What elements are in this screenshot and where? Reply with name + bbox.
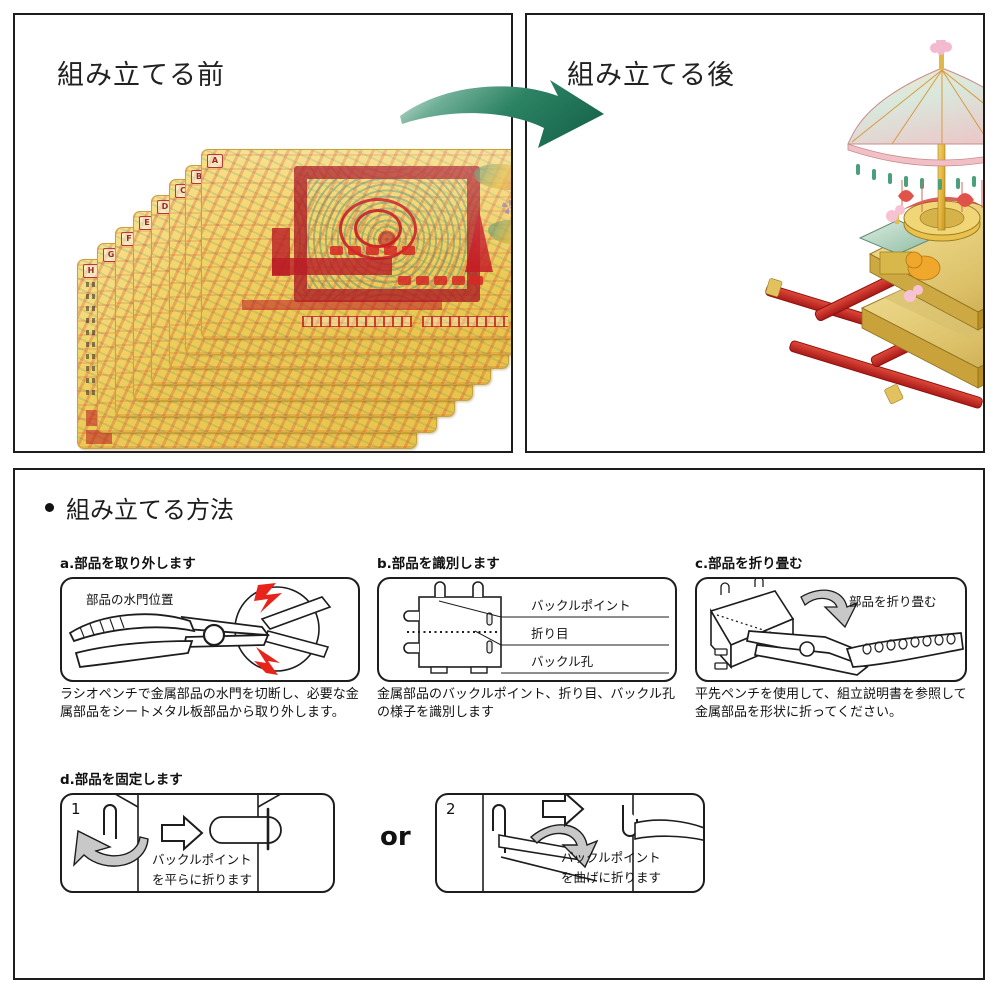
sheet-label-a: A	[207, 154, 223, 168]
panel-before-assembly: 組み立てる前 H	[13, 13, 513, 453]
step-c-fold-parts: c.部品を折り畳む	[695, 552, 967, 721]
part-anatomy-diagram	[403, 581, 669, 674]
step-d-variant-1-figure: 1	[60, 793, 335, 893]
step-c-figure-label: 部品を折り畳む	[849, 594, 937, 609]
step-b-label-buckle-point: バックルポイント	[531, 598, 631, 613]
step-b-label-buckle-hole: バックル孔	[531, 654, 594, 669]
step-a-caption: ラシオペンチで金属部品の水門を切断し、必要な金属部品をシートメタル板部品から取り…	[60, 687, 359, 720]
panel-assembly-method: 組み立てる方法 a.部品を取り外します 部品の水門位置	[13, 468, 985, 980]
step-b-identify-parts: b.部品を識別します	[377, 552, 677, 721]
howto-heading-text: 組み立てる方法	[66, 496, 234, 524]
pliers-cut-diagram	[68, 583, 332, 675]
step-d-variant-1-number: 1	[71, 800, 81, 818]
step-d-title: d.部品を固定します	[60, 772, 183, 788]
step-d-variant-1-label-line1: バックルポイント	[152, 852, 252, 867]
step-d-variant-2-figure: 2	[435, 793, 705, 893]
step-a-figure-label: 部品の水門位置	[86, 592, 174, 607]
step-b-caption: 金属部品のバックルポイント、折り目、バックル孔の様子を識別します	[377, 687, 675, 720]
step-a-remove-parts: a.部品を取り外します 部品の水門位置	[60, 552, 360, 721]
panel-after-assembly: 組み立てる後	[525, 13, 985, 453]
step-c-figure: 部品を折り畳む	[695, 577, 967, 682]
step-c-title: c.部品を折り畳む	[695, 556, 803, 572]
step-a-figure: 部品の水門位置	[60, 577, 360, 682]
metal-sheet-a: A	[201, 149, 511, 339]
step-d-variant-1-label-line2: を平らに折ります	[152, 872, 253, 887]
bullet-icon	[45, 503, 54, 512]
bend-buckle-diagram	[482, 795, 703, 891]
step-c-caption: 平先ペンチを使用して、組立説明書を参照して金属部品を形状に折ってください。	[695, 687, 967, 720]
flat-pliers-fold-diagram	[709, 579, 964, 676]
panel-after-title: 組み立てる後	[567, 60, 735, 91]
assembled-model-illustration	[765, 40, 983, 409]
flatten-buckle-diagram	[73, 795, 282, 891]
step-d-variant-2-label-line1: バックルポイント	[561, 850, 661, 865]
step-d-variant-2-label-line2: を曲げに折ります	[561, 870, 662, 885]
step-d-variant-2-number: 2	[446, 800, 456, 818]
step-d-fix-parts: d.部品を固定します 1	[60, 768, 360, 893]
step-d-or-label: or	[380, 822, 411, 852]
metal-sheet-stack: H G	[15, 143, 511, 449]
step-a-title: a.部品を取り外します	[60, 556, 196, 572]
step-b-title: b.部品を識別します	[377, 556, 500, 572]
panel-before-title: 組み立てる前	[57, 60, 225, 91]
howto-heading: 組み立てる方法	[45, 490, 234, 525]
step-d-variant-2: 2	[435, 793, 705, 893]
step-b-label-fold-line: 折り目	[531, 626, 569, 641]
step-b-figure: バックルポイント 折り目 バックル孔	[377, 577, 677, 682]
